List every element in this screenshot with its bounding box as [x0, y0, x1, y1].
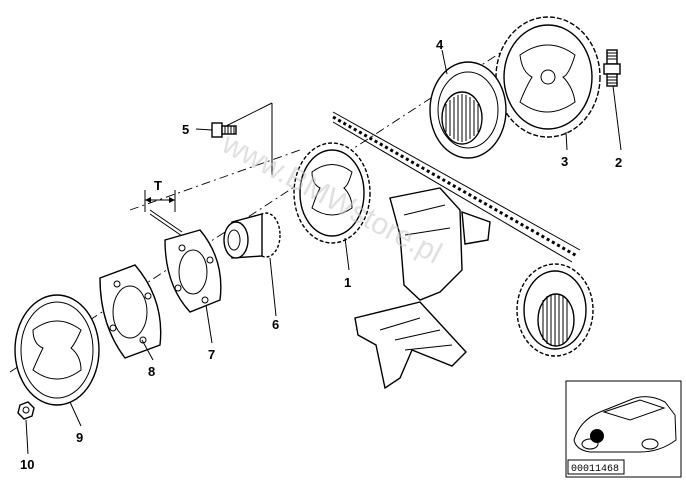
callout-3: 3	[561, 154, 568, 169]
cover-disc-part-9	[14, 294, 100, 406]
dimension-label-t: T	[154, 178, 162, 193]
camshaft-sprocket-part-3	[495, 16, 601, 138]
callout-6: 6	[272, 317, 279, 332]
callout-1: 1	[344, 275, 351, 290]
callout-9: 9	[76, 430, 83, 445]
callout-2: 2	[615, 155, 622, 170]
callout-leader-lines	[25, 49, 622, 455]
tensioner-rail	[389, 187, 491, 301]
sprocket-part-1	[293, 142, 371, 244]
thickness-dimension	[144, 190, 183, 237]
plate-part-7	[164, 229, 222, 313]
reference-number: 00011468	[571, 464, 619, 475]
callout-5: 5	[182, 122, 189, 137]
timing-chain	[332, 111, 581, 263]
callout-4: 4	[436, 37, 444, 52]
gear-shaft-part-6	[223, 212, 281, 259]
callout-10: 10	[20, 457, 34, 472]
location-marker	[590, 429, 604, 443]
guide-rail-bracket	[354, 301, 467, 390]
crankshaft-sprocket	[516, 263, 594, 357]
flange-hub-part-4	[429, 61, 507, 159]
nut-part-10	[17, 401, 35, 420]
stud-bolt-part-2	[603, 49, 621, 87]
washer-plate-part-8	[99, 264, 162, 359]
callout-7: 7	[208, 347, 215, 362]
callout-8: 8	[148, 364, 155, 379]
car-location-inset: 00011468	[565, 380, 682, 478]
